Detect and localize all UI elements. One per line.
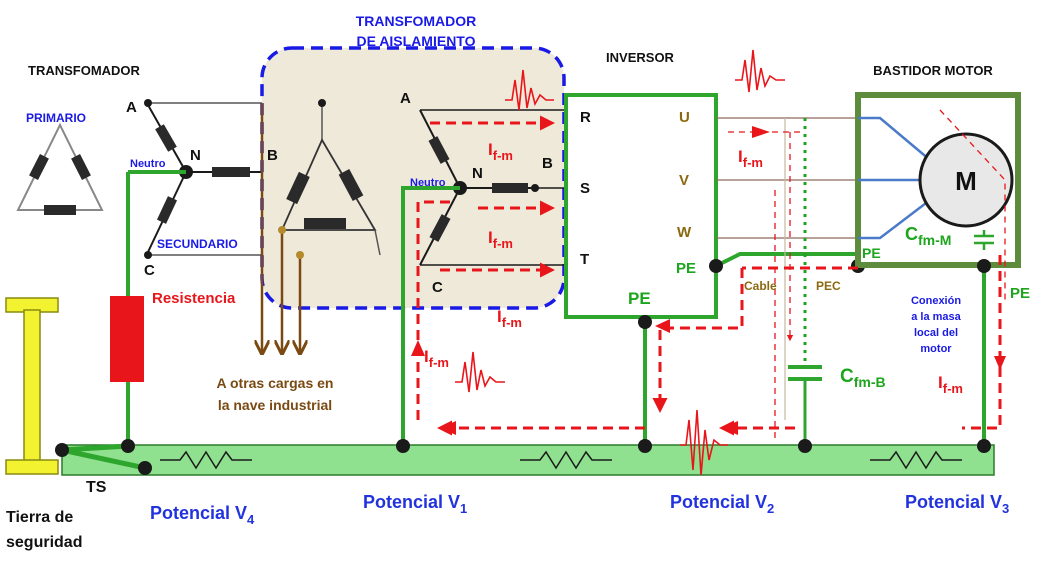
primary-delta-winding [16, 122, 104, 215]
pec-label: PEC [816, 279, 841, 293]
pe-inverter-right-label: PE [676, 260, 696, 277]
safety-earth-line2: seguridad [6, 534, 82, 551]
branch-node-c [296, 251, 304, 259]
branch-node-b [278, 226, 286, 234]
pe-cable-inverter-motor [715, 252, 860, 268]
motor-symbol-label: M [955, 166, 977, 196]
node-c-left [144, 251, 152, 259]
primary-label: PRIMARIO [26, 111, 86, 125]
safety-earth-line1: Tierra de [6, 509, 73, 526]
pe-inverter-bottom-label: PE [628, 289, 651, 308]
node-a-iso-label: A [400, 90, 411, 107]
motor-bond-line3: local del [914, 327, 958, 339]
neutral-resistance [110, 296, 144, 382]
node-c-left-label: C [144, 262, 155, 279]
transformer-title: TRANSFOMADOR [28, 63, 141, 78]
current-label-motor: If-m [938, 373, 963, 396]
potential-v4: Potencial V4 [150, 503, 255, 527]
node-a-left [144, 99, 152, 107]
node-n-iso-label: N [472, 165, 483, 182]
motor-leads [858, 116, 931, 240]
resistance-label: Resistencia [152, 290, 236, 307]
inverter-box [564, 93, 718, 319]
ground-resistor-2 [520, 450, 612, 470]
ground-nodes [55, 439, 991, 475]
current-arrow-heads [411, 126, 1006, 435]
terminal-w-label: W [677, 224, 692, 241]
cap-motor-main: C [905, 224, 918, 244]
terminal-s-label: S [580, 180, 590, 197]
ground-resistor-3 [870, 450, 962, 470]
isolation-title-line1: TRANSFOMADOR [356, 13, 477, 29]
node-n-left-label: N [190, 147, 201, 164]
terminal-u-label: U [679, 109, 690, 126]
motor-capacitance-symbol [974, 230, 994, 250]
isolation-primary-delta [280, 99, 381, 256]
secondary-star-winding [147, 104, 262, 253]
other-loads-wires [262, 103, 300, 352]
current-label-output: If-m [738, 147, 763, 170]
terminal-r-label: R [580, 109, 591, 126]
neutro-left-label: Neutro [130, 158, 166, 170]
potential-v1: Potencial V1 [363, 492, 467, 516]
current-label-t: If-m [497, 307, 522, 330]
motor-bond-line4: motor [920, 343, 952, 355]
isolation-title-line2: DE AISLAMIENTO [356, 33, 475, 49]
potential-v2: Potencial V2 [670, 492, 774, 516]
motor-bond-line1: Conexión [911, 295, 961, 307]
terminal-t-label: T [580, 251, 589, 268]
cable-label: Cable [744, 279, 777, 293]
neutral-wire-iso [401, 186, 460, 447]
motor-title: BASTIDOR MOTOR [873, 63, 993, 78]
potential-v3: Potencial V3 [905, 492, 1009, 516]
current-label-s: If-m [488, 228, 513, 251]
current-label-neutral: If-m [424, 347, 449, 370]
neutro-iso-label: Neutro [410, 177, 446, 189]
node-b-iso-label: B [542, 155, 553, 172]
other-loads-line2: la nave industrial [218, 397, 332, 413]
cap-bus-main: C [840, 366, 854, 387]
inverter-title: INVERSOR [606, 50, 675, 65]
cap-bus-label: Cfm-B [840, 366, 886, 390]
motor-bond-line2: a la masa [911, 311, 961, 323]
pe-node-motor-right [977, 259, 991, 273]
bus-capacitor-symbol [788, 365, 822, 381]
ground-resistor-1 [160, 450, 252, 470]
pe-motor-left-label: PE [862, 245, 881, 261]
other-loads-line1: A otras cargas en [217, 375, 334, 391]
safety-earth-electrode [5, 297, 59, 475]
node-a-left-label: A [126, 99, 137, 116]
pe-node-inverter-right [709, 259, 723, 273]
cap-bus-sub: fm-B [854, 374, 886, 390]
terminal-v-label: V [679, 172, 689, 189]
pe-node-inverter-bottom [638, 315, 652, 329]
ts-label: TS [86, 479, 107, 496]
pe-motor-right-label: PE [1010, 285, 1030, 302]
safety-earth-links [61, 443, 146, 471]
motor-symbol-circle [918, 132, 1014, 228]
node-c-iso-label: C [432, 279, 443, 296]
secondary-label: SECUNDARIO [157, 237, 238, 251]
cap-motor-sub: fm-M [918, 232, 951, 248]
cap-motor-label: Cfm-M [905, 224, 951, 248]
noise-waveforms [455, 49, 785, 476]
current-label-r: If-m [488, 140, 513, 163]
isolation-secondary-star [419, 109, 535, 266]
node-b-left-label: B [267, 147, 278, 164]
leakage-current-paths [416, 115, 1002, 436]
